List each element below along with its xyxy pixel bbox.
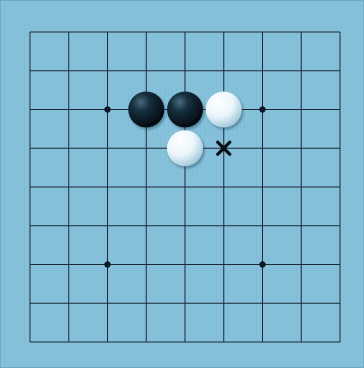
white-stone[interactable] bbox=[205, 91, 242, 128]
black-stone[interactable] bbox=[128, 91, 165, 128]
stones bbox=[128, 91, 242, 167]
star-point bbox=[104, 106, 111, 113]
star-point bbox=[259, 261, 266, 268]
star-point bbox=[104, 261, 111, 268]
star-point bbox=[259, 106, 266, 113]
star-points bbox=[104, 106, 266, 268]
white-stone[interactable] bbox=[167, 130, 203, 167]
grid-lines bbox=[29, 31, 341, 343]
cross-marker bbox=[216, 140, 232, 156]
markers bbox=[216, 140, 232, 156]
black-stone[interactable] bbox=[167, 91, 203, 128]
